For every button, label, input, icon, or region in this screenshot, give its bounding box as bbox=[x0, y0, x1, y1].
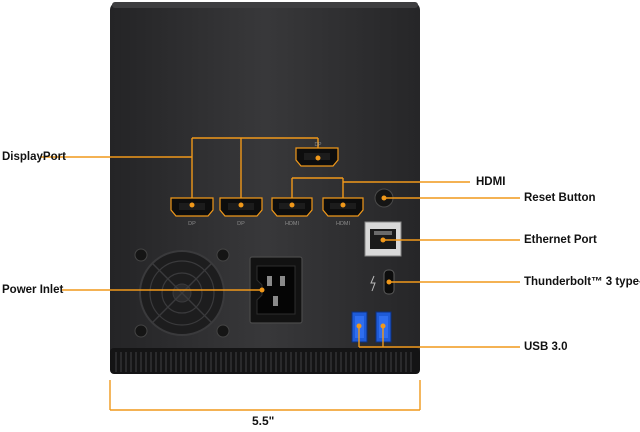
device-top-edge bbox=[112, 2, 418, 8]
label-ethernet-port: Ethernet Port bbox=[524, 234, 597, 246]
label-hdmi: HDMI bbox=[476, 176, 506, 188]
reset-button-graphic bbox=[374, 188, 520, 208]
displayport-port-right bbox=[219, 197, 263, 217]
base-ridges bbox=[115, 352, 412, 372]
label-reset-button: Reset Button bbox=[524, 192, 596, 204]
label-thunderbolt: Thunderbolt™ 3 type-C bbox=[524, 276, 640, 288]
label-usb: USB 3.0 bbox=[524, 341, 568, 353]
hdmi-mark-left: HDMI bbox=[285, 221, 300, 227]
dp-mark-top: DP bbox=[315, 142, 323, 148]
label-displayport: DisplayPort bbox=[2, 151, 66, 163]
hdmi-port-left bbox=[271, 197, 313, 217]
dp-mark-left: DP bbox=[188, 221, 196, 227]
dp-mark-right: DP bbox=[237, 221, 245, 227]
thunderbolt-port-graphic bbox=[370, 269, 520, 295]
fan-grille bbox=[134, 248, 230, 338]
power-inlet-graphic bbox=[62, 256, 303, 324]
usb-connector-lines bbox=[358, 326, 520, 348]
displayport-port-left bbox=[170, 197, 214, 217]
displayport-port-top bbox=[295, 147, 339, 167]
ethernet-port-graphic bbox=[364, 221, 520, 257]
label-power-inlet: Power Inlet bbox=[2, 284, 64, 296]
hdmi-port-right bbox=[322, 197, 364, 217]
label-width: 5.5" bbox=[252, 414, 275, 428]
width-dimension-bracket bbox=[109, 380, 421, 411]
hdmi-mark-right: HDMI bbox=[336, 221, 351, 227]
